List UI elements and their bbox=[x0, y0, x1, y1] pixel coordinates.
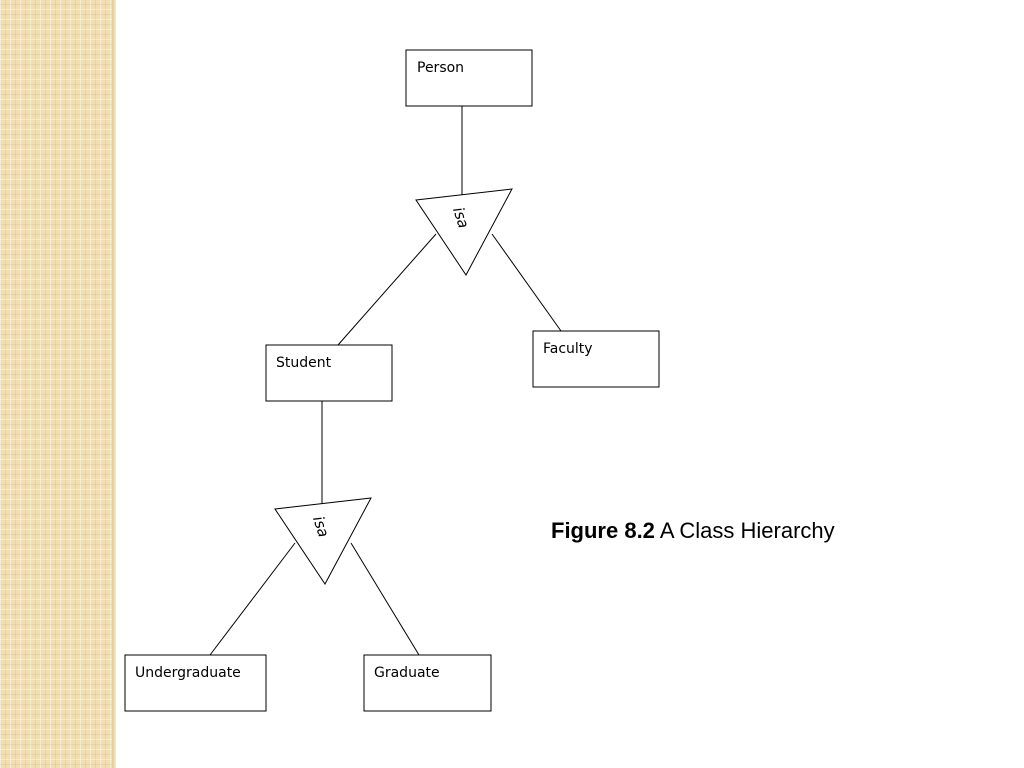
figure-number: Figure 8.2 bbox=[551, 518, 655, 543]
isa-triangle-top: isa bbox=[415, 188, 513, 276]
connector-isa-faculty bbox=[491, 233, 562, 332]
side-strip-edge bbox=[112, 0, 116, 768]
isa-label-top: isa bbox=[449, 205, 473, 231]
isa-triangle-bottom: isa bbox=[274, 497, 372, 585]
entity-label-graduate: Graduate bbox=[374, 665, 440, 681]
connector-isa-graduate bbox=[350, 542, 420, 656]
connector-isa-undergraduate bbox=[209, 542, 296, 656]
entity-faculty: Faculty bbox=[532, 330, 660, 388]
figure-caption: Figure 8.2 A Class Hierarchy bbox=[551, 518, 835, 544]
entity-student: Student bbox=[265, 344, 393, 402]
entity-label-person: Person bbox=[417, 60, 464, 76]
figure-title: A Class Hierarchy bbox=[659, 518, 835, 543]
isa-label-bottom: isa bbox=[309, 514, 333, 540]
entity-person: Person bbox=[405, 49, 533, 107]
entity-graduate: Graduate bbox=[363, 654, 492, 712]
decorative-side-strip bbox=[0, 0, 112, 768]
entity-label-student: Student bbox=[276, 355, 332, 371]
connector-isa-student bbox=[337, 233, 437, 346]
entity-label-faculty: Faculty bbox=[543, 341, 593, 357]
entity-label-undergraduate: Undergraduate bbox=[135, 665, 241, 681]
entity-undergraduate: Undergraduate bbox=[124, 654, 267, 712]
